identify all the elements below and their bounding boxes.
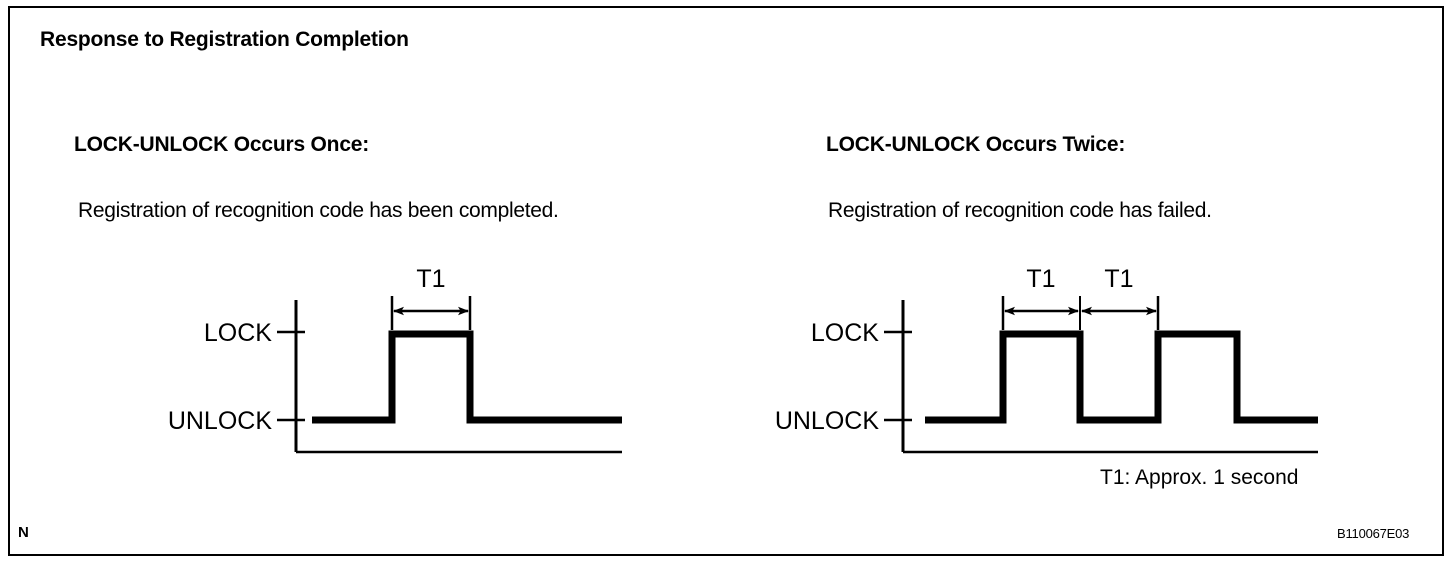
measure-label-t1-right-first: T1 [1026,265,1055,293]
page-title: Response to Registration Completion [40,28,409,51]
footnote-t1-duration: T1: Approx. 1 second [1100,466,1299,489]
chart-twice [884,296,1318,454]
measure-label-t1-left: T1 [416,265,445,293]
axis-label-lock-right: LOCK [811,319,879,347]
chart-once [277,296,622,454]
measure-label-t1-right-second: T1 [1104,265,1133,293]
axis-label-unlock-right: UNLOCK [775,407,880,435]
lock-signal-waveform [925,330,1318,424]
part-code-label: B110067E03 [1337,526,1410,541]
axis-label-lock-left: LOCK [204,319,272,347]
section-description-once: Registration of recognition code has bee… [78,199,559,222]
section-description-twice: Registration of recognition code has fai… [828,199,1212,222]
page-border [8,6,1444,556]
section-heading-twice: LOCK-UNLOCK Occurs Twice: [826,133,1126,156]
section-heading-once: LOCK-UNLOCK Occurs Once: [74,133,370,156]
lock-signal-waveform [312,330,622,424]
corner-marker: N [18,524,29,541]
axis-label-unlock-left: UNLOCK [168,407,273,435]
